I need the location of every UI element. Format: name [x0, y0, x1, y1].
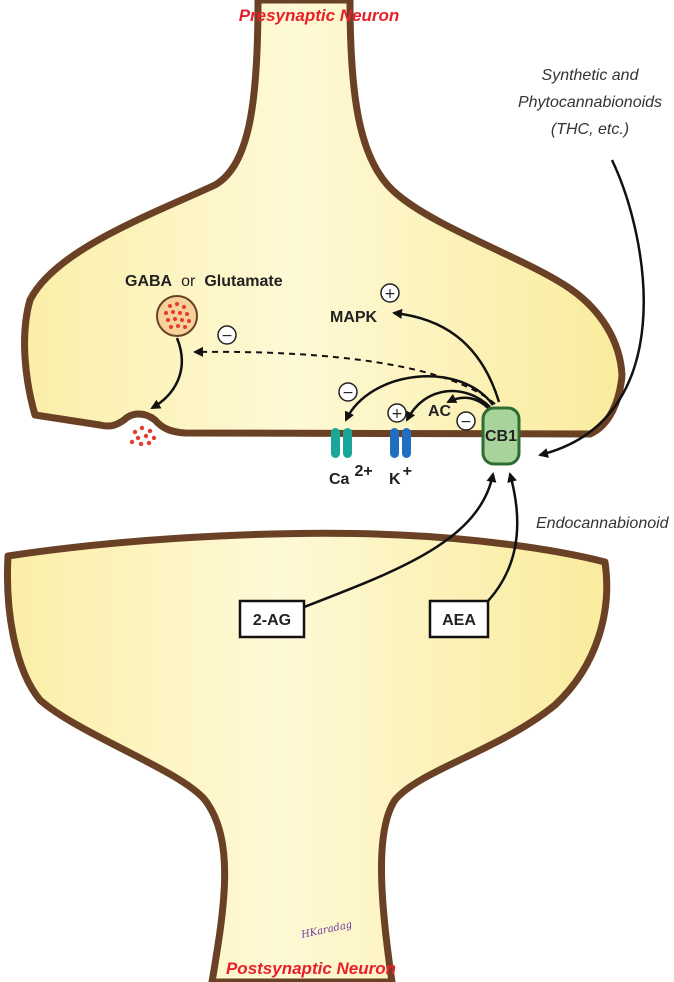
svg-text:+: +: [384, 286, 396, 302]
cb1-label: CB1: [485, 428, 517, 445]
two-ag-box: 2-AG: [238, 599, 306, 639]
cb1-receptor: CB1: [481, 406, 521, 466]
endocannabinoid-label: Endocannabionoid: [536, 515, 670, 532]
svg-text:−: −: [342, 385, 354, 401]
mapk-plus-symbol: +: [380, 283, 400, 303]
or-label: or: [181, 273, 196, 290]
two-ag-label: 2-AG: [253, 612, 291, 629]
presynaptic-title: Presynaptic Neuron: [239, 6, 400, 25]
ac-label: AC: [428, 403, 452, 420]
svg-text:+: +: [391, 406, 403, 422]
ac-arrow: [446, 393, 489, 409]
synthetic-label-line3: (THC, etc.): [551, 121, 629, 138]
aea-label: AEA: [442, 612, 476, 629]
potassium-arrow: [405, 389, 491, 422]
glutamate-label: Glutamate: [204, 273, 282, 290]
calcium-minus-symbol: −: [338, 382, 358, 402]
release-arrow: [150, 337, 183, 410]
postsynaptic-title: Postsynaptic Neuron: [226, 959, 396, 978]
synthetic-arrow: [538, 159, 645, 458]
synaptic-vesicle: [156, 295, 198, 337]
mapk-label: MAPK: [330, 309, 378, 326]
ac-minus-symbol: −: [456, 411, 476, 431]
mapk-arrow: [392, 308, 501, 403]
aea-arrow: [487, 472, 519, 602]
svg-text:−: −: [221, 328, 233, 344]
postsynaptic-neuron: [4, 529, 611, 982]
two-ag-arrow: [303, 472, 497, 609]
inhibition-dashed-arrow: [193, 346, 496, 405]
synthetic-label-line2: Phytocannabionoids: [518, 94, 662, 111]
neurotransmitter-label: GABA or Glutamate: [125, 273, 283, 290]
released-neurotransmitter: [129, 425, 157, 447]
svg-text:−: −: [460, 414, 472, 430]
presynaptic-neuron: [21, 0, 626, 438]
calcium-channel: [331, 428, 352, 458]
synthetic-label-line1: Synthetic and: [542, 67, 640, 84]
calcium-arrow: [344, 375, 495, 422]
vesicle-minus-symbol: −: [217, 325, 237, 345]
potassium-channel: [390, 428, 411, 458]
aea-box: AEA: [428, 599, 490, 639]
potassium-plus-symbol: +: [387, 403, 407, 423]
gaba-label: GABA: [125, 273, 173, 290]
potassium-label: K+: [389, 463, 412, 488]
